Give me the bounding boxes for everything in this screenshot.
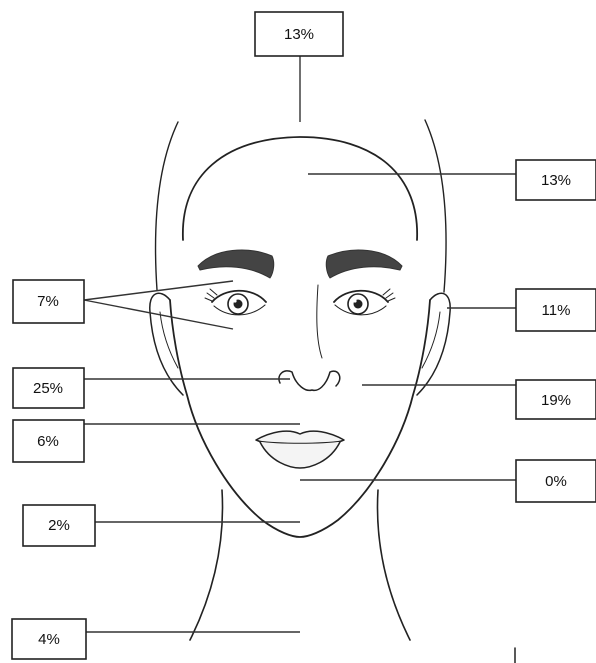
label-neck: 4% [38,631,60,648]
label-chin: 2% [48,517,70,534]
label-top: 13% [284,26,314,43]
label-upper-lip: 6% [37,433,59,450]
label-chin-front: 0% [545,473,567,490]
label-cheeks: 19% [541,392,571,409]
label-eyes: 7% [37,293,59,310]
label-ears: 11% [542,302,571,319]
label-nose: 25% [33,380,63,397]
label-forehead: 13% [541,172,571,189]
